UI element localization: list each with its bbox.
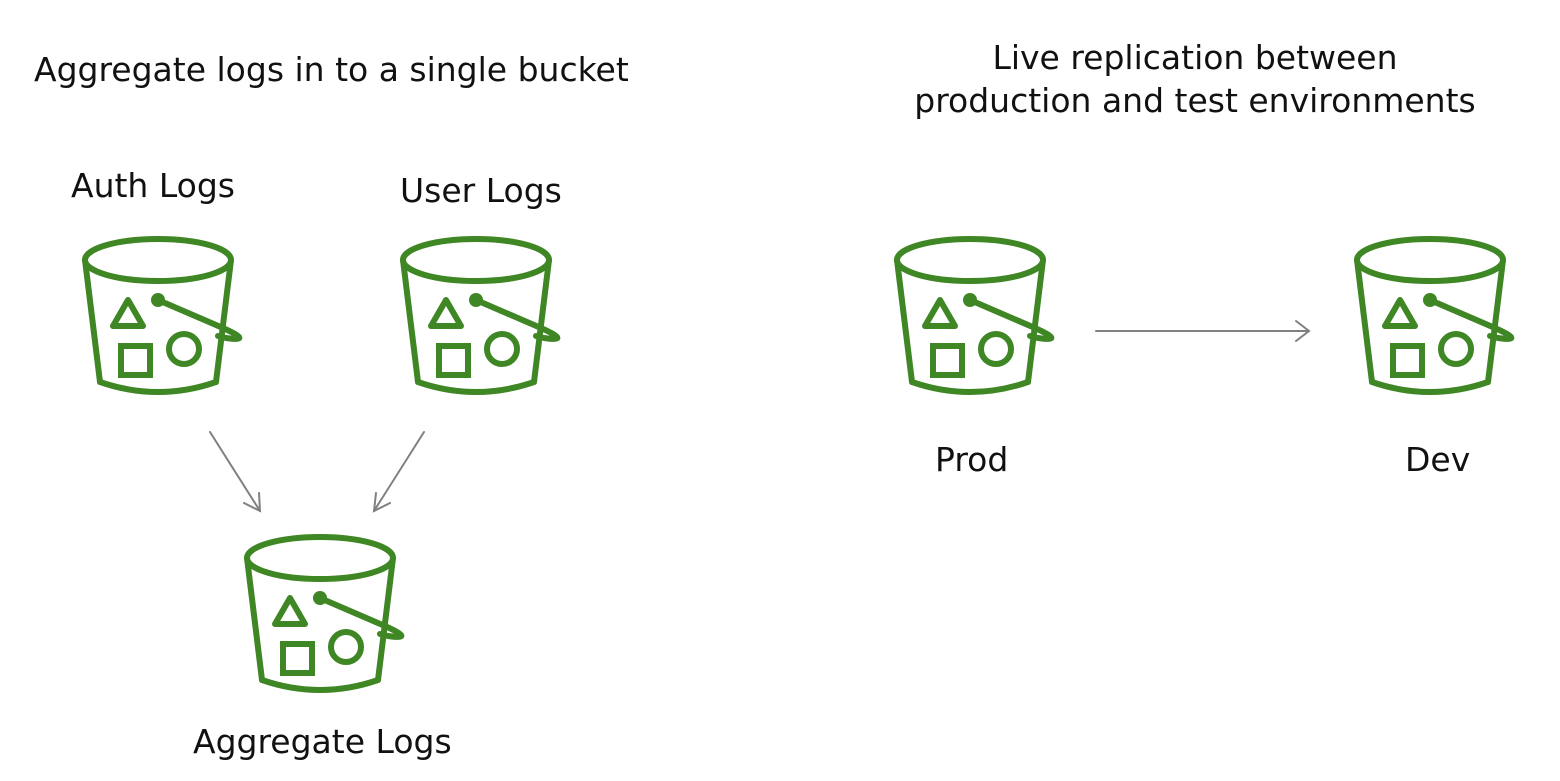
auth-logs-label: Auth Logs [71,166,235,205]
arrow-auth-to-aggregate [209,431,262,513]
right-panel-title-line2: production and test environments [914,81,1476,120]
auth-logs-bucket-icon [85,239,239,392]
aggregate-logs-bucket-icon [247,537,401,690]
dev-bucket-icon [1357,239,1511,392]
arrow-prod-to-dev [1095,320,1311,342]
aggregate-logs-label: Aggregate Logs [193,722,452,761]
user-logs-bucket-icon [403,239,557,392]
prod-bucket-icon [897,239,1051,392]
dev-label: Dev [1405,440,1471,479]
right-panel-title-line1: Live replication between [992,38,1398,77]
left-panel-title: Aggregate logs in to a single bucket [34,50,629,89]
arrow-user-to-aggregate [372,431,425,513]
right-panel-title: Live replication between production and … [900,36,1490,122]
user-logs-label: User Logs [400,171,562,210]
prod-label: Prod [935,440,1009,479]
